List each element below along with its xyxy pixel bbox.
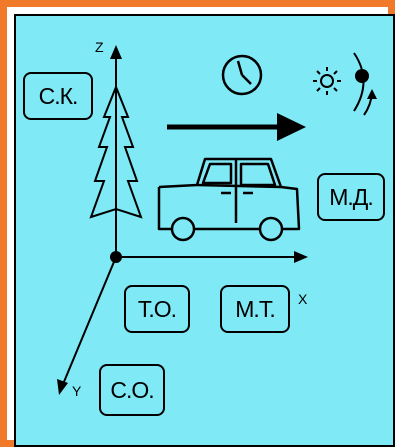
label-mt: М.Т. [220, 285, 290, 333]
z-axis-arrowhead [110, 45, 122, 59]
label-sk: С.К. [23, 72, 93, 120]
x-axis-label: X [298, 291, 308, 307]
origin-point [110, 251, 122, 263]
earth-dot [355, 69, 369, 83]
y-axis-label: Y [72, 383, 82, 399]
sun-icon [313, 52, 377, 116]
clock-icon [221, 54, 263, 96]
y-axis-arrowhead [57, 379, 68, 395]
z-axis-label: Z [95, 39, 104, 55]
x-axis-arrowhead [294, 251, 308, 263]
label-to: Т.О. [124, 285, 190, 333]
diagram-panel: Z X Y С.К. М.Д. Т.О. М.Т. С.О. [14, 14, 395, 447]
tree-icon [89, 84, 143, 251]
label-so: С.О. [99, 364, 165, 416]
y-axis [60, 256, 117, 390]
motion-arrow-icon [167, 113, 306, 141]
diagram-canvas [57, 45, 377, 395]
car-icon [157, 157, 301, 242]
label-md: М.Д. [317, 173, 385, 221]
